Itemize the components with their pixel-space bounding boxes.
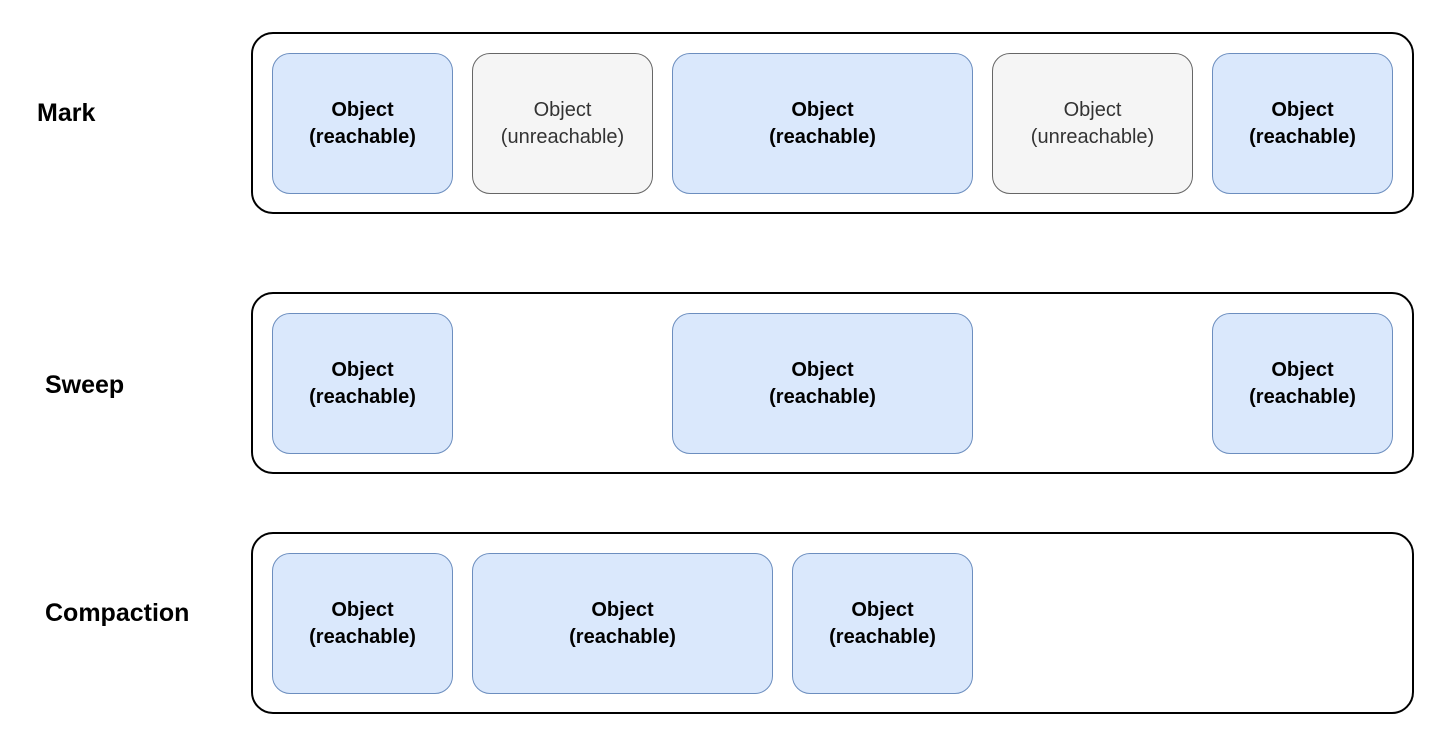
object-mark-3: Object (reachable) — [672, 53, 973, 194]
object-state: (reachable) — [309, 385, 416, 408]
object-title: Object — [533, 98, 592, 121]
object-state: (reachable) — [1249, 125, 1356, 148]
object-title: Object — [1063, 98, 1122, 121]
object-state: (reachable) — [569, 625, 676, 648]
object-state: (reachable) — [769, 385, 876, 408]
object-title: Object — [331, 598, 394, 621]
object-state: (reachable) — [309, 625, 416, 648]
object-compaction-2: Object (reachable) — [472, 553, 773, 694]
object-title: Object — [331, 358, 394, 381]
object-state: (reachable) — [769, 125, 876, 148]
object-state: (unreachable) — [500, 125, 625, 148]
object-state: (reachable) — [829, 625, 936, 648]
object-title: Object — [791, 358, 854, 381]
object-state: (reachable) — [1249, 385, 1356, 408]
object-compaction-1: Object (reachable) — [272, 553, 453, 694]
phase-label-compaction: Compaction — [45, 599, 190, 627]
object-mark-1: Object (reachable) — [272, 53, 453, 194]
phase-label-mark: Mark — [37, 99, 96, 127]
heap-mark: Object (reachable) Object (unreachable) … — [251, 32, 1414, 214]
object-mark-2: Object (unreachable) — [472, 53, 653, 194]
object-mark-5: Object (reachable) — [1212, 53, 1393, 194]
object-sweep-2: Object (reachable) — [672, 313, 973, 454]
heap-sweep: Object (reachable) Object (reachable) Ob… — [251, 292, 1414, 474]
object-title: Object — [791, 98, 854, 121]
object-state: (reachable) — [309, 125, 416, 148]
object-title: Object — [591, 598, 654, 621]
object-title: Object — [851, 598, 914, 621]
object-compaction-3: Object (reachable) — [792, 553, 973, 694]
object-state: (unreachable) — [1030, 125, 1155, 148]
object-mark-4: Object (unreachable) — [992, 53, 1193, 194]
object-sweep-3: Object (reachable) — [1212, 313, 1393, 454]
heap-compaction: Object (reachable) Object (reachable) Ob… — [251, 532, 1414, 714]
phase-label-sweep: Sweep — [45, 371, 125, 399]
object-sweep-1: Object (reachable) — [272, 313, 453, 454]
object-title: Object — [331, 98, 394, 121]
object-title: Object — [1271, 358, 1334, 381]
object-title: Object — [1271, 98, 1334, 121]
